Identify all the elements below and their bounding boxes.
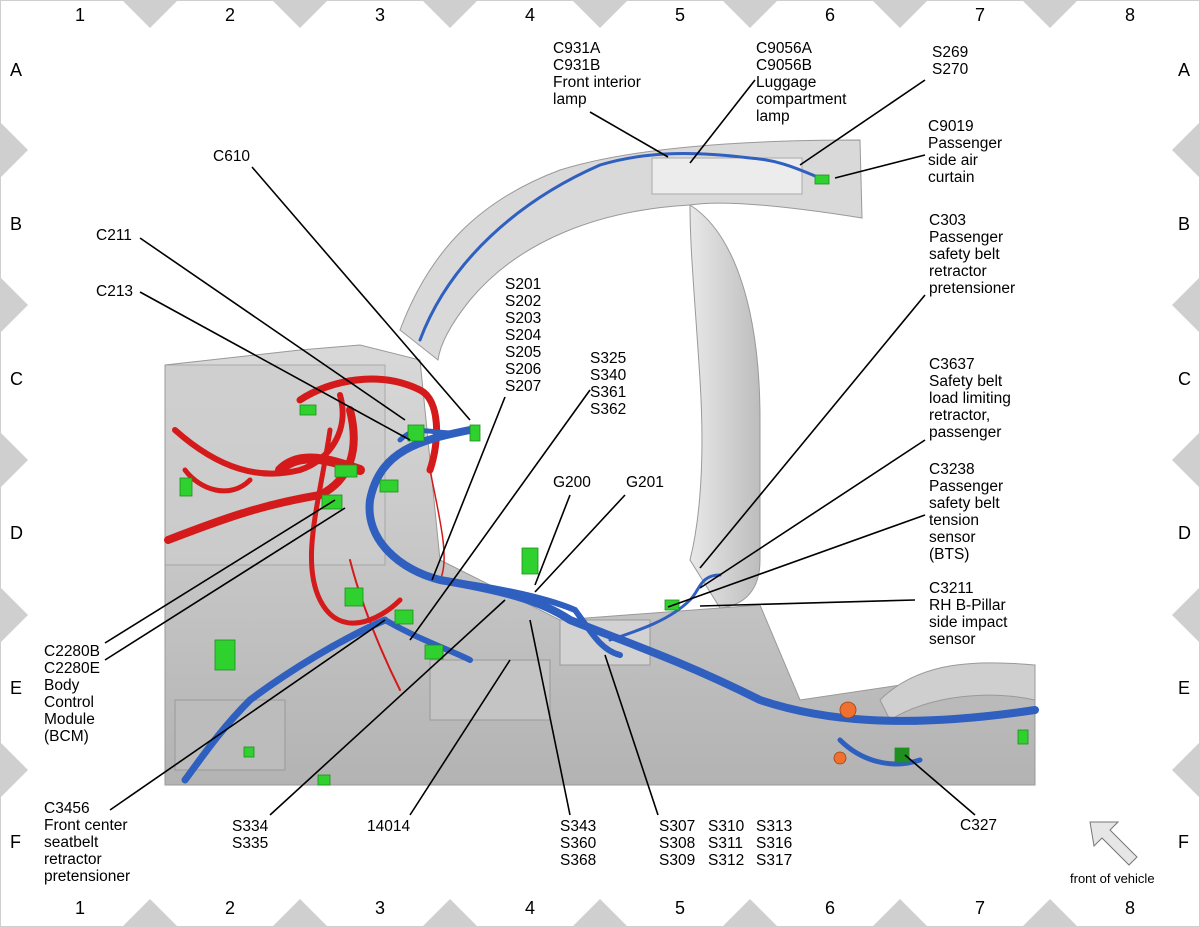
grid-row-a-right: A <box>1178 60 1191 80</box>
grid-row-f-right: F <box>1178 832 1189 852</box>
grid-row-c-left: C <box>10 369 23 389</box>
label-g201: G201 <box>626 474 664 491</box>
grid-row-d-left: D <box>10 523 23 543</box>
label-c3211: C3211 RH B-Pillar side impact sensor <box>929 580 1008 648</box>
grid-row-d-right: D <box>1178 523 1191 543</box>
label-c327: C327 <box>960 817 998 834</box>
orange-connectors <box>833 701 857 765</box>
label-s325: S325 S340 S361 S362 <box>590 350 627 418</box>
label-s269: S269 S270 <box>932 44 969 78</box>
front-of-vehicle-arrow-icon <box>1089 821 1138 866</box>
grid-col-4-bottom: 4 <box>525 898 536 918</box>
label-c303: C303 Passenger safety belt retractor pre… <box>929 212 1016 297</box>
grid-col-5-bottom: 5 <box>675 898 686 918</box>
b-pillar <box>689 204 761 609</box>
grid-row-b-left: B <box>10 214 23 234</box>
label-s343: S343 S360 S368 <box>560 818 597 869</box>
label-c3637: C3637 Safety belt load limiting retracto… <box>929 356 1011 441</box>
leader-lines <box>104 79 976 816</box>
label-c213: C213 <box>96 283 134 300</box>
rear-wheel-arch <box>879 662 1036 721</box>
label-c9019: C9019 Passenger side air curtain <box>928 118 1003 186</box>
grid-col-8-bottom: 8 <box>1125 898 1136 918</box>
grid-col-6-bottom: 6 <box>825 898 836 918</box>
vehicle-body-illustration <box>164 139 1036 786</box>
grid-col-2-top: 2 <box>225 5 236 25</box>
label-c610: C610 <box>213 148 251 165</box>
connectors <box>179 174 1029 786</box>
label-s310: S310 S311 S312 <box>708 818 745 869</box>
label-s307: S307 S308 S309 <box>659 818 696 869</box>
label-c2280: C2280B C2280E Body Control Module (BCM) <box>44 643 101 745</box>
grid-row-e-left: E <box>10 678 23 698</box>
grid-col-5-top: 5 <box>675 5 686 25</box>
roof-rail <box>399 139 863 361</box>
label-s313: S313 S316 S317 <box>756 818 793 869</box>
label-c211: C211 <box>96 227 132 244</box>
label-s334: S334 S335 <box>232 818 269 852</box>
label-c3238: C3238 Passenger safety belt tension sens… <box>929 461 1004 563</box>
seat-mount-left <box>174 699 286 771</box>
grid-col-4-top: 4 <box>525 5 536 25</box>
label-c3456: C3456 Front center seatbelt retractor pr… <box>44 800 131 885</box>
grid-row-c-right: C <box>1178 369 1191 389</box>
lamp-pad <box>651 157 803 195</box>
label-g200: G200 <box>553 474 591 491</box>
grid-row-b-right: B <box>1178 214 1191 234</box>
grid-col-1-top: 1 <box>75 5 86 25</box>
grid-row-a-left: A <box>10 60 23 80</box>
grid-col-6-top: 6 <box>825 5 836 25</box>
grid-col-8-top: 8 <box>1125 5 1136 25</box>
blue-harness <box>181 152 1039 784</box>
grid-col-2-bottom: 2 <box>225 898 236 918</box>
grid-col-3-top: 3 <box>375 5 386 25</box>
label-c931: C931A C931B Front interior lamp <box>553 40 641 108</box>
grid-col-1-bottom: 1 <box>75 898 86 918</box>
label-c9056: C9056A C9056B Luggage compartment lamp <box>756 40 847 125</box>
label-14014: 14014 <box>367 818 411 835</box>
grid-col-7-bottom: 7 <box>975 898 986 918</box>
label-s201: S201 S202 S203 S204 S205 S206 S207 <box>505 276 542 395</box>
grid-row-f-left: F <box>10 832 21 852</box>
grid-row-e-right: E <box>1178 678 1191 698</box>
front-of-vehicle-label: front of vehicle <box>1070 871 1155 886</box>
grid-col-7-top: 7 <box>975 5 986 25</box>
grid-col-3-bottom: 3 <box>375 898 386 918</box>
